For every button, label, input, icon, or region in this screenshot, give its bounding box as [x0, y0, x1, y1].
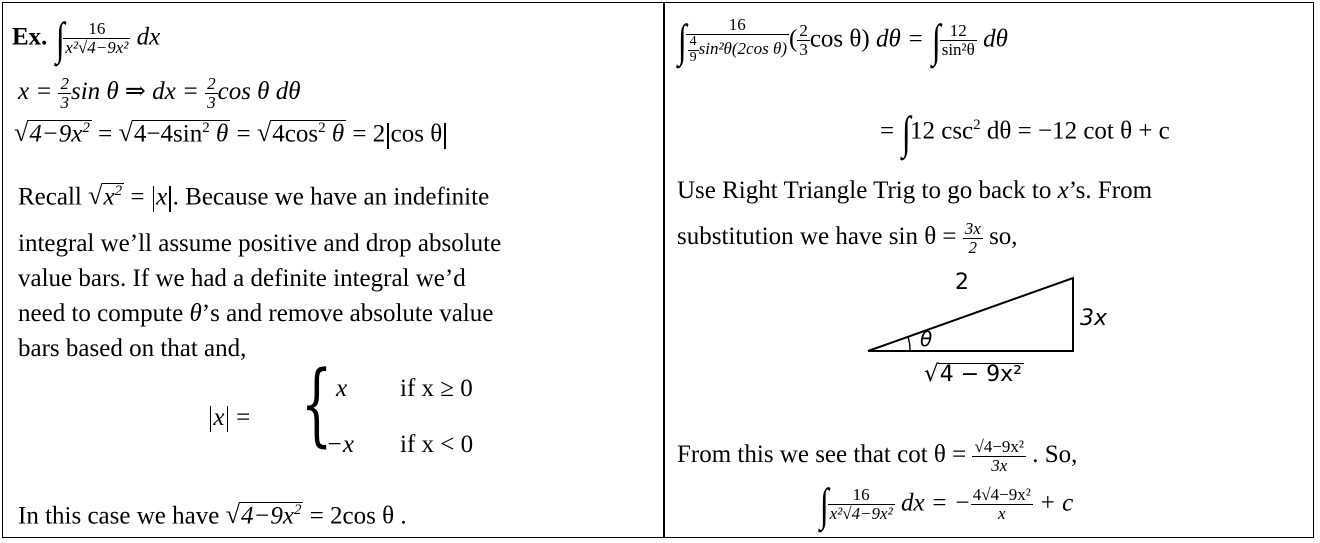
- angle-arc: [907, 336, 911, 352]
- conclusion-line: In this case we have √4−9x2 = 2cos θ .: [18, 500, 407, 530]
- paragraph-line-4: bars based on that and,: [18, 335, 247, 362]
- case-2-condition: if x < 0: [400, 431, 474, 458]
- right-triangle-diagram: [867, 276, 1074, 352]
- case-2-value: −x: [326, 431, 354, 458]
- dx: dx: [136, 23, 161, 51]
- case-1-value: x: [336, 375, 348, 402]
- triangle-opposite-label: 3x: [1080, 306, 1108, 331]
- integral-sign: ∫: [55, 13, 65, 64]
- triangle-outline: [867, 276, 1074, 352]
- triangle-adjacent-label: √4 − 9x²: [924, 361, 1024, 387]
- piecewise-brace: {: [300, 352, 333, 457]
- recall-line: Recall √x2 = x. Because we have an indef…: [18, 181, 490, 212]
- column-divider: [663, 3, 665, 537]
- example-label: Ex.: [12, 23, 48, 51]
- evaluated-integral: = ∫12 csc2 dθ = −12 cot θ + c: [880, 107, 1170, 158]
- paragraph-line-3: need to compute θ’s and remove absolute …: [18, 300, 494, 327]
- triangle-angle-label: θ: [920, 327, 933, 351]
- triangle-hypotenuse-label: 2: [955, 270, 969, 295]
- right-paragraph-1: Use Right Triangle Trig to go back to x’…: [677, 177, 1153, 204]
- case-1-condition: if x ≥ 0: [400, 375, 473, 402]
- paragraph-line-2: value bars. If we had a definite integra…: [18, 265, 466, 292]
- paragraph-line-1: integral we’ll assume positive and drop …: [18, 230, 502, 257]
